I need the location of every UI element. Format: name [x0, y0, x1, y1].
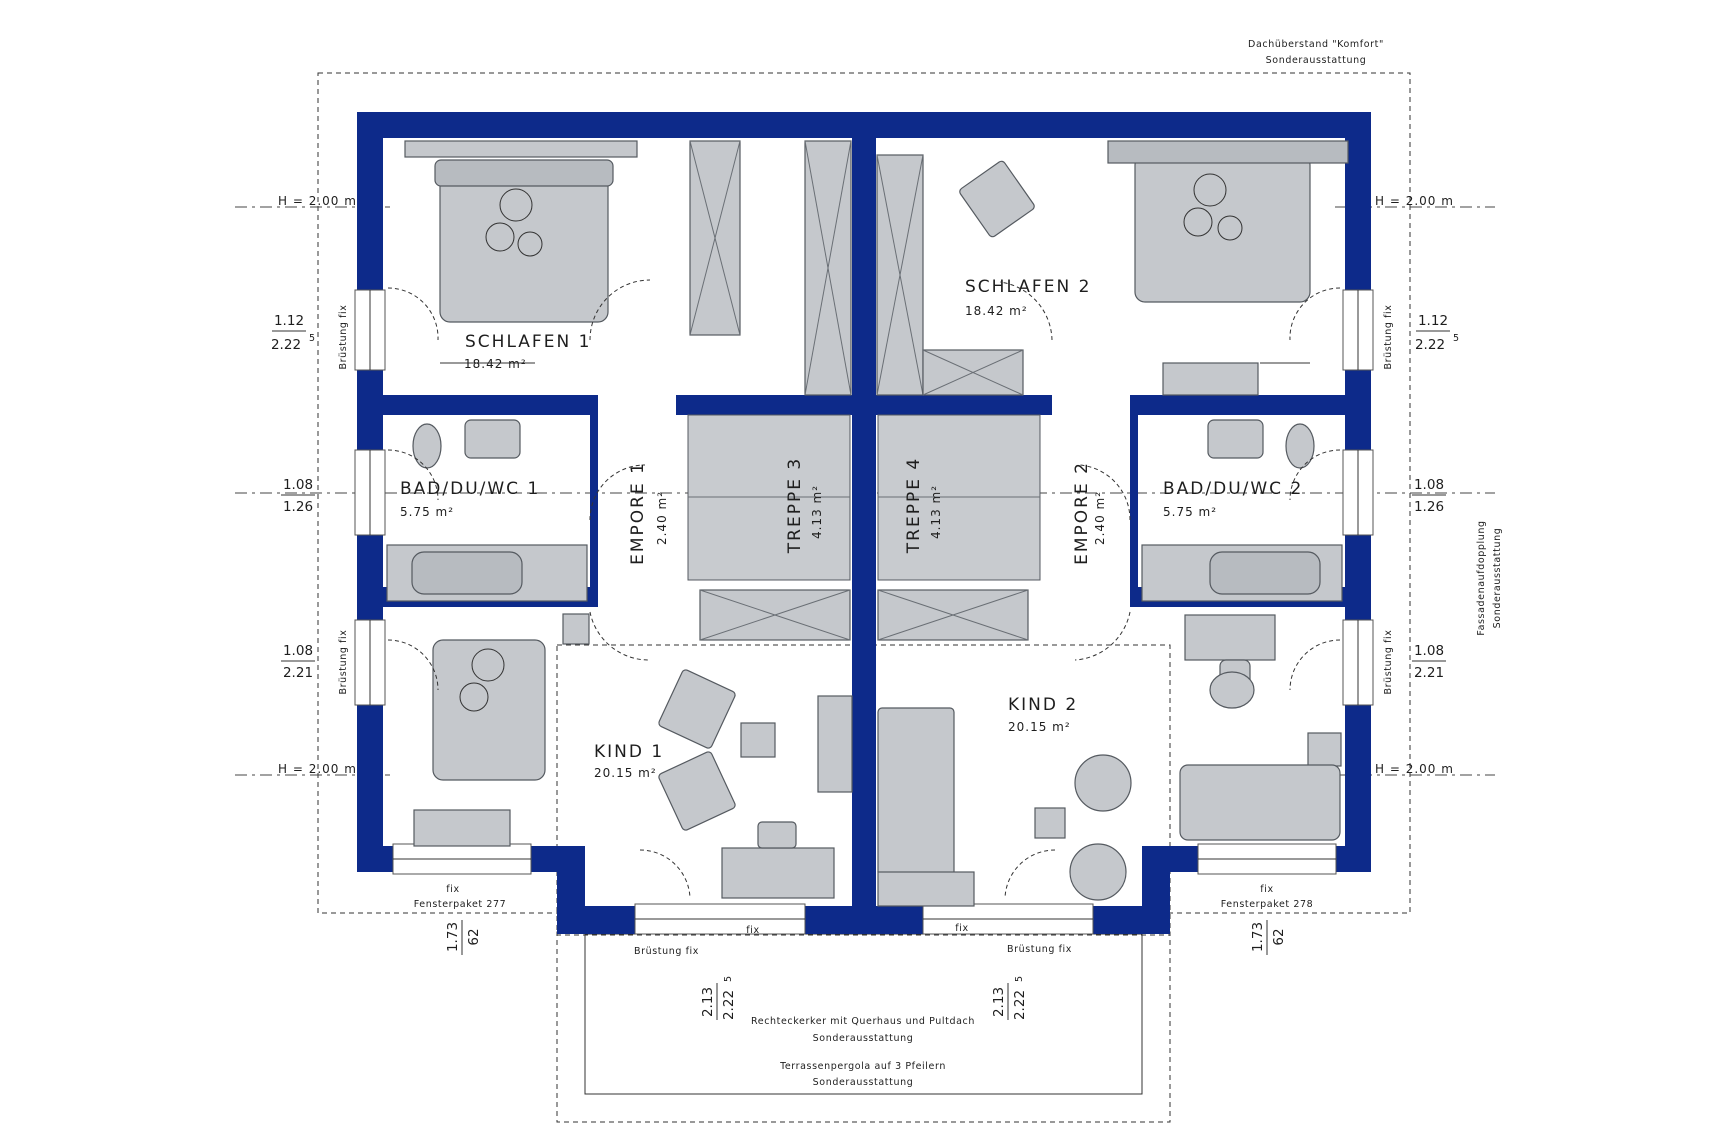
height-label-bottom-left: H = 2.00 m	[278, 762, 357, 776]
room-empore-1-area: 2.40 m²	[655, 491, 669, 545]
svg-text:5: 5	[1014, 975, 1025, 982]
svg-text:62: 62	[466, 928, 482, 945]
room-kind-2: KIND 2	[1008, 695, 1078, 715]
bay-note: Rechteckerker mit Querhaus und Pultdach	[751, 1016, 975, 1027]
svg-text:1.08: 1.08	[1414, 643, 1444, 659]
room-kind-1: KIND 1	[594, 742, 664, 762]
room-treppe-4-area: 4.13 m²	[929, 485, 943, 539]
room-bad-2: BAD/DU/WC 2	[1163, 479, 1303, 499]
dim-bottom-right: 1.73 62	[1250, 920, 1287, 955]
room-kind-2-area: 20.15 m²	[1008, 720, 1071, 734]
dim-bay-left: 2.13 2.22 5	[700, 975, 737, 1020]
svg-text:2.22: 2.22	[721, 990, 737, 1020]
bruestung-label-mid-right: Brüstung fix	[1383, 629, 1394, 694]
fix-label-bay-left: fix	[746, 925, 759, 936]
height-label-top-right: H = 2.00 m	[1375, 194, 1454, 208]
facade-note-sub: Sonderausstattung	[1492, 528, 1503, 629]
room-treppe-4: TREPPE 4	[904, 457, 924, 554]
facade-note: Fassadenaufdopplung	[1476, 520, 1487, 635]
pergola-note-sub: Sonderausstattung	[813, 1077, 914, 1088]
room-schlafen-1-area: 18.42 m²	[464, 357, 527, 371]
dim-bottom-left: 1.73 62	[445, 920, 482, 955]
svg-text:5: 5	[1453, 333, 1460, 344]
room-schlafen-2-area: 18.42 m²	[965, 304, 1028, 318]
dim-top-right: 1.12 2.22 5	[1415, 313, 1460, 353]
height-label-top-left: H = 2.00 m	[278, 194, 357, 208]
room-schlafen-1: SCHLAFEN 1	[465, 332, 591, 352]
roof-overhang-note: Dachüberstand "Komfort"	[1248, 39, 1384, 50]
windows	[354, 289, 1374, 935]
room-empore-2: EMPORE 2	[1072, 461, 1092, 565]
dim-kid-left: 1.08 2.21	[281, 643, 315, 681]
svg-text:2.13: 2.13	[991, 987, 1007, 1017]
bruestung-label-top-right: Brüstung fix	[1383, 304, 1394, 369]
dim-top-left: 1.12 2.22 5	[271, 313, 316, 353]
room-kind-1-area: 20.15 m²	[594, 766, 657, 780]
room-bad-2-area: 5.75 m²	[1163, 505, 1217, 519]
svg-text:1.08: 1.08	[1414, 477, 1444, 493]
pergola-note: Terrassenpergola auf 3 Pfeilern	[779, 1061, 946, 1072]
svg-text:1.73: 1.73	[1250, 922, 1266, 952]
svg-text:2.22: 2.22	[1012, 990, 1028, 1020]
svg-text:1.08: 1.08	[283, 643, 313, 659]
dim-bath-right: 1.08 1.26	[1412, 477, 1446, 515]
svg-text:1.26: 1.26	[1414, 499, 1444, 515]
bruestung-label-mid-left: Brüstung fix	[338, 629, 349, 694]
roof-overhang-note-sub: Sonderausstattung	[1266, 55, 1367, 66]
fix-label-bay-right: fix	[955, 923, 968, 934]
height-label-bottom-right: H = 2.00 m	[1375, 762, 1454, 776]
bruestung-label-bay-right: Brüstung fix	[1007, 944, 1072, 955]
svg-text:1.73: 1.73	[445, 922, 461, 952]
fensterpaket-277-label: Fensterpaket 277	[414, 899, 507, 910]
dim-kid-right: 1.08 2.21	[1412, 643, 1446, 681]
dim-bath-left: 1.08 1.26	[281, 477, 315, 515]
room-treppe-3: TREPPE 3	[785, 457, 805, 554]
svg-text:5: 5	[309, 333, 316, 344]
bruestung-label-bay-left: Brüstung fix	[634, 946, 699, 957]
svg-text:1.26: 1.26	[283, 499, 313, 515]
fensterpaket-278-label: Fensterpaket 278	[1221, 899, 1314, 910]
bay-note-sub: Sonderausstattung	[813, 1033, 914, 1044]
svg-text:1.08: 1.08	[283, 477, 313, 493]
svg-text:1.12: 1.12	[1418, 313, 1448, 329]
fix-label-right: fix	[1260, 884, 1273, 895]
svg-text:2.21: 2.21	[283, 665, 313, 681]
room-treppe-3-area: 4.13 m²	[810, 485, 824, 539]
svg-text:2.22: 2.22	[271, 337, 301, 353]
room-bad-1: BAD/DU/WC 1	[400, 479, 540, 499]
room-empore-2-area: 2.40 m²	[1093, 491, 1107, 545]
bruestung-label-top-left: Brüstung fix	[338, 304, 349, 369]
door-swings	[387, 279, 1341, 899]
furniture	[386, 140, 1349, 907]
room-empore-1: EMPORE 1	[628, 461, 648, 565]
svg-text:5: 5	[723, 975, 734, 982]
room-schlafen-2: SCHLAFEN 2	[965, 277, 1091, 297]
svg-text:62: 62	[1271, 928, 1287, 945]
fix-label-left: fix	[446, 884, 459, 895]
dim-bay-right: 2.13 2.22 5	[991, 975, 1028, 1020]
room-bad-1-area: 5.75 m²	[400, 505, 454, 519]
svg-text:1.12: 1.12	[274, 313, 304, 329]
svg-text:2.13: 2.13	[700, 987, 716, 1017]
svg-text:2.21: 2.21	[1414, 665, 1444, 681]
svg-text:2.22: 2.22	[1415, 337, 1445, 353]
